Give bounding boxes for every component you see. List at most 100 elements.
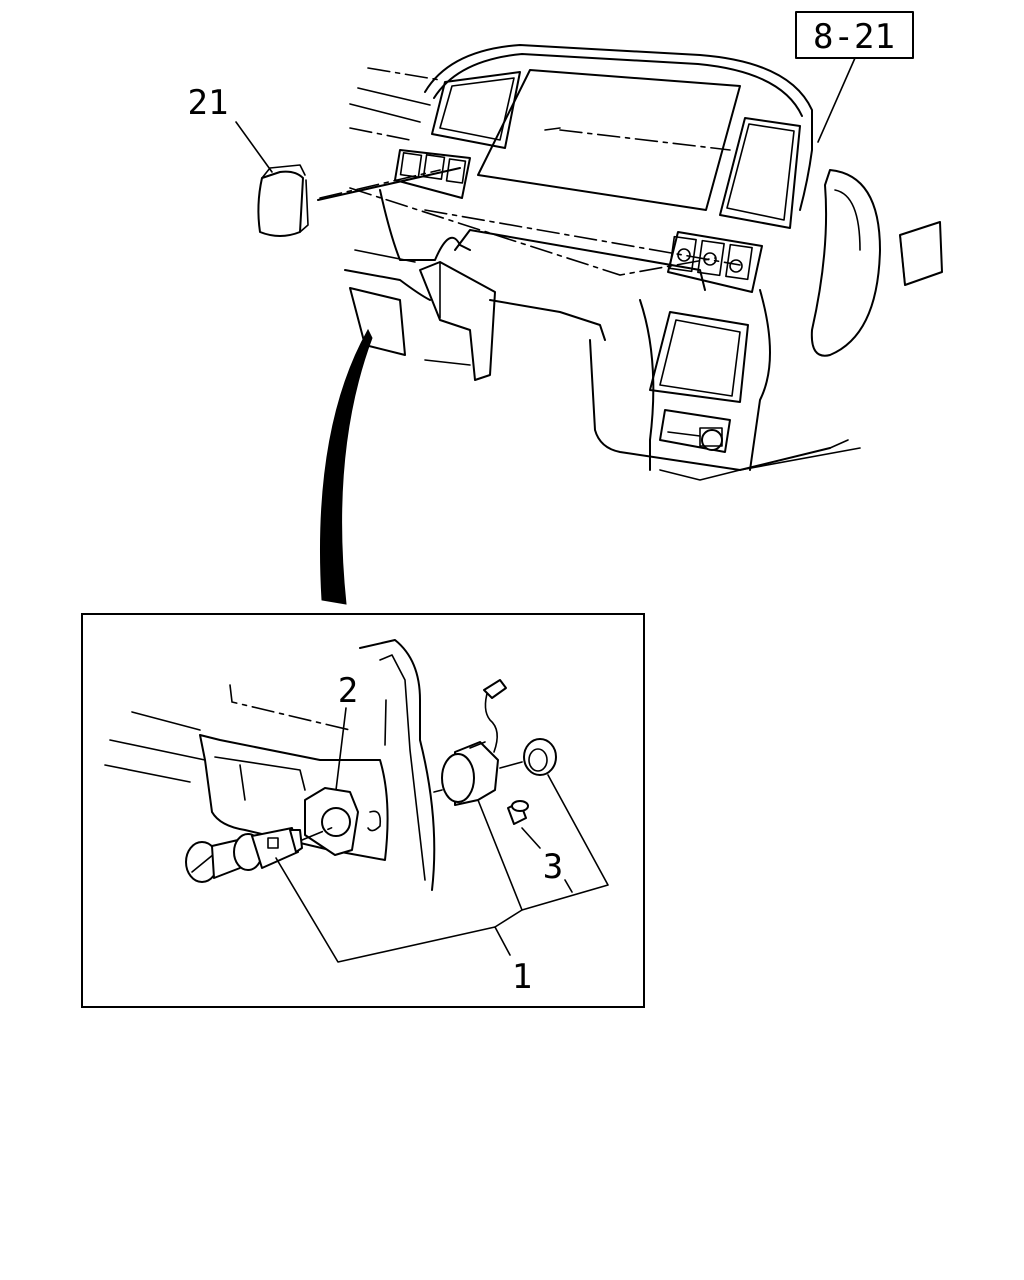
side-trim-panel [810,169,881,357]
inset-recess-inner [214,756,306,791]
retainer-ring-inner [528,748,548,772]
callout-3-leader-pin [521,827,541,849]
inset-dash-line [229,684,351,731]
console-lower-contour [589,339,831,471]
display-edge [544,127,561,131]
switch-cap-arrow-line [317,167,461,201]
switch-knob-2 [703,252,717,266]
console-upper-edge [454,229,706,291]
figure-reference-label: 8-21 [813,17,895,57]
floor-line [739,447,861,471]
console-left-contour [379,189,471,261]
console-reference-line [424,209,741,266]
console-base [659,469,741,481]
switch-cap-side [299,179,309,233]
switch-right-3 [725,243,753,281]
detail-inset-frame [81,613,645,1008]
left-gauge-window-inner [439,77,515,141]
console-lighter-line [667,431,701,437]
left-switch-panel [394,149,471,199]
switch-cap-install-line [319,169,441,199]
dash-left-edge-2 [354,249,416,263]
lighter-element-tip [289,829,303,853]
callout-1: 1 [512,957,532,997]
socket-install-line [433,789,443,793]
socket-opening [441,753,475,803]
console-lighter-bezel [659,409,731,453]
inset-panel-edge [131,711,201,731]
dash-left-edge [344,269,431,301]
callout-21: 21 [188,83,229,123]
callout-3-leader-tick [564,879,573,893]
socket-wire-connector [483,679,507,699]
bracket-hole [321,807,351,837]
detail-inset: 2 [81,613,645,1008]
callout-3-leader-ring [521,774,609,911]
dash-line [367,67,441,81]
left-gauge-window [431,71,521,149]
side-trim-curve [834,189,861,251]
switch-cap-top [261,164,306,179]
lighter-socket [433,679,523,806]
callout-2-leader [335,707,347,791]
part-21-switch-cap: 21 [188,83,716,276]
inset-panel-edge [104,764,191,783]
bracket-tab [367,810,382,832]
console-lighter-knob [701,429,723,451]
console-side-left [639,299,655,471]
side-vent-block [899,221,943,286]
center-vent-column [419,261,496,381]
socket-ring-line [499,761,523,769]
switch-knob-3 [729,259,743,273]
floor-line [829,439,849,449]
inset-leader-swoosh [320,328,373,605]
switch-cap-install-path [349,187,716,276]
retainer-ring-outer [523,738,557,776]
glovebox-upper [489,299,606,341]
socket-retainer-ring [523,738,557,776]
cluster-hood-inner [433,53,803,117]
lower-edge [424,359,471,366]
socket-wire [484,689,498,753]
dashboard-overview [320,44,943,605]
switch-cap-body [257,170,304,237]
callout-1-leader-right [477,799,523,928]
switch-knob-1 [677,248,691,262]
lighter-install-line [301,825,337,841]
dash-line [349,127,411,141]
callout-1-leader-left [275,857,511,963]
right-gauge-window [719,117,801,229]
display-reference-line [559,129,731,151]
inset-panel-side [359,639,436,891]
inset-panel-side-inner [379,654,426,881]
lighter-knob-slot [191,853,215,873]
pin-head [511,800,529,812]
switch-left-2 [422,154,446,180]
center-display-frame [477,69,741,211]
figure-reference-leader [817,57,856,143]
panel-edge [357,87,431,106]
lighter-element-slot [267,837,279,849]
side-vent-edge [899,234,906,286]
radio-unit-inner [659,319,741,397]
right-gauge-window-inner [726,123,795,221]
figure-reference-box [795,11,914,59]
callout-3: 3 [543,847,563,887]
radio-unit [649,311,749,403]
callout-21-leader [235,121,273,173]
panel-edge [349,103,421,123]
switch-right-1 [669,235,697,273]
socket-pin [507,800,529,825]
left-lower-panel [349,287,406,356]
switch-right-2 [697,239,725,277]
callout-2: 2 [338,671,358,711]
console-side-right [749,289,771,471]
cluster-hood-outer [424,44,813,211]
inset-lighter-recess [199,734,389,861]
inset-panel-edge [109,739,206,761]
socket-housing-top [469,741,486,749]
console-lighter-frame [699,427,723,447]
switch-left-1 [399,152,423,178]
figure-reference: 8-21 [795,11,914,143]
